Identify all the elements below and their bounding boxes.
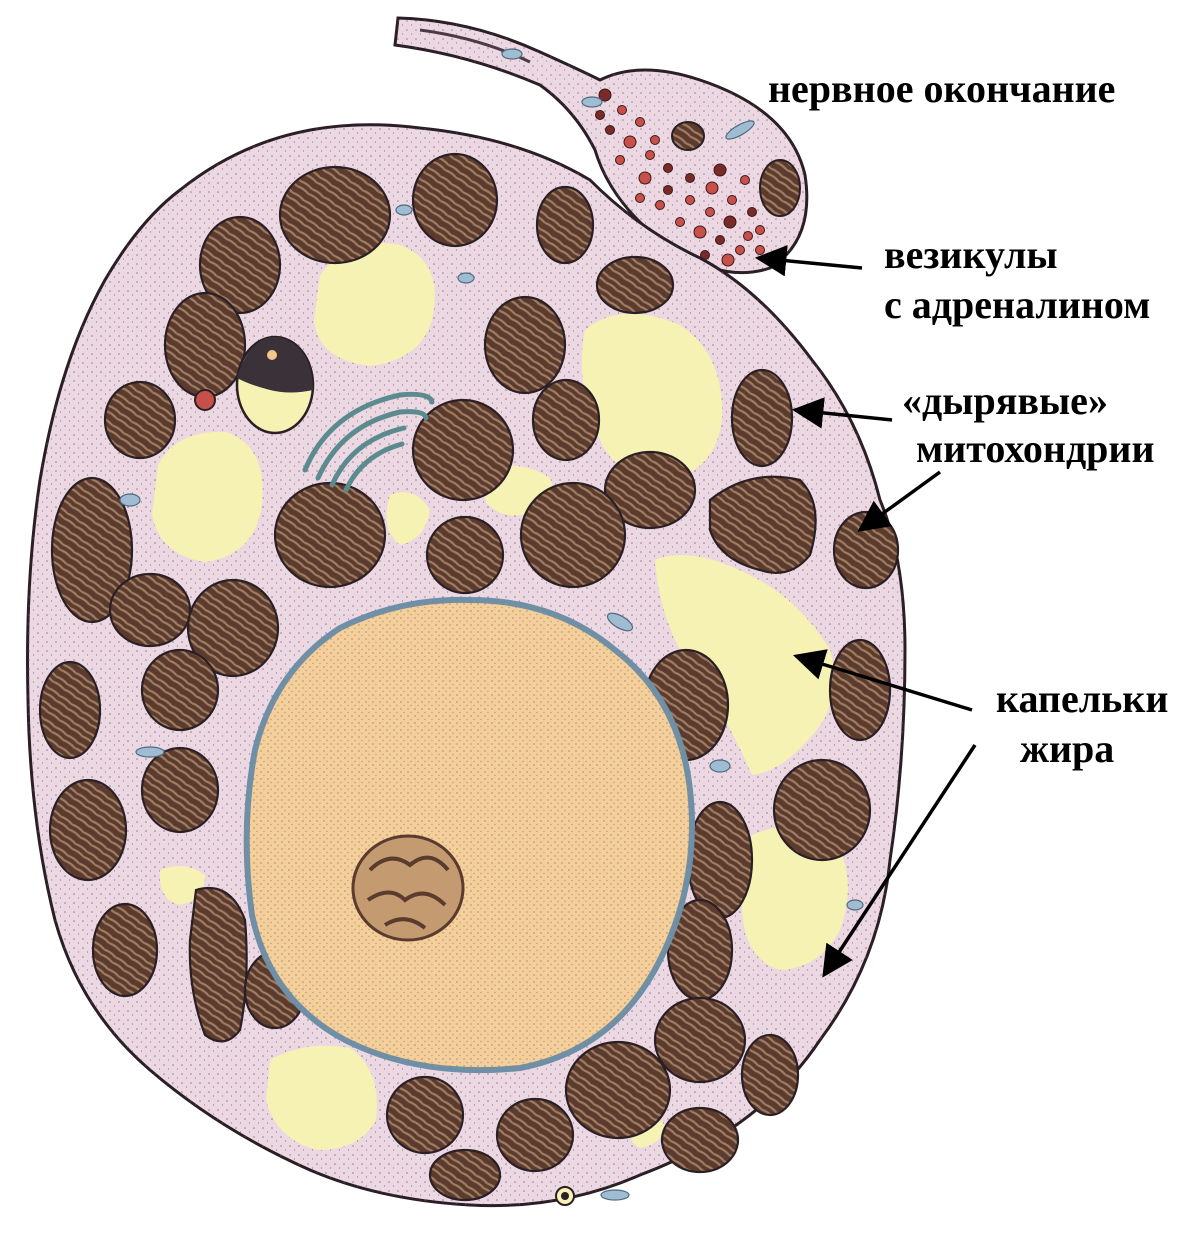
- mitochondrion: [50, 780, 126, 880]
- vesicle: [664, 164, 673, 173]
- mitochondrion: [280, 167, 390, 263]
- mitochondrion: [830, 640, 890, 740]
- mitochondrion: [742, 1035, 798, 1115]
- mitochondrion: [142, 748, 218, 832]
- vesicle: [716, 236, 725, 245]
- vesicle: [686, 174, 695, 183]
- vesicle: [616, 156, 625, 165]
- vesicle: [756, 246, 765, 255]
- vesicle: [694, 226, 706, 238]
- mitochondrion: [655, 998, 745, 1082]
- mitochondrion: [497, 1099, 573, 1171]
- secretory-granule: [237, 337, 313, 433]
- label-nerve-ending: нервное окончание: [768, 66, 1115, 112]
- vesicle: [656, 201, 665, 210]
- mitochondrion: [533, 380, 599, 460]
- mitochondrion: [93, 904, 157, 996]
- mitochondrion: [485, 297, 565, 393]
- vesicle: [664, 186, 673, 195]
- vesicle: [618, 106, 627, 115]
- mitochondrion: [275, 483, 385, 587]
- label-mitochondria-line2: митохондрии: [916, 426, 1155, 472]
- vesicle: [686, 196, 695, 205]
- mitochondrion: [190, 888, 247, 1041]
- label-vesicles-line2: с адреналином: [884, 282, 1150, 328]
- mitochondrion: [142, 650, 218, 730]
- mitochondrion: [413, 154, 497, 246]
- vesicle: [651, 136, 660, 145]
- label-fat-line1: капельки: [996, 676, 1168, 722]
- mitochondrion: [105, 382, 175, 458]
- label-fat-line2: жира: [1020, 726, 1114, 772]
- mitochondrion: [413, 400, 513, 500]
- mitochondrion: [537, 187, 593, 263]
- nucleus: [247, 600, 692, 1070]
- vesicle: [639, 172, 651, 184]
- mitochondrion: [566, 1042, 670, 1138]
- mitochondrion: [834, 512, 898, 588]
- mitochondrion: [774, 760, 870, 860]
- label-mitochondria-line1: «дырявые»: [902, 378, 1108, 424]
- vesicle: [722, 254, 734, 266]
- vesicle: [741, 176, 750, 185]
- vesicle: [728, 196, 737, 205]
- mitochondrion: [521, 483, 625, 587]
- vesicle: [676, 218, 685, 227]
- vesicle: [596, 111, 605, 120]
- vesicle: [636, 118, 645, 127]
- vesicle: [606, 126, 615, 135]
- vesicle: [624, 136, 636, 148]
- vesicle: [714, 164, 726, 176]
- vesicle: [724, 216, 736, 228]
- vesicle: [748, 208, 757, 217]
- mitochondrion: [387, 1077, 463, 1153]
- nucleolus: [353, 836, 463, 940]
- mitochondrion: [732, 370, 792, 466]
- small-granule: [195, 390, 215, 410]
- mitochondrion: [165, 293, 245, 397]
- vesicle: [756, 226, 765, 235]
- vesicle: [706, 182, 718, 194]
- vesicle: [636, 194, 645, 203]
- vesicle: [706, 208, 715, 217]
- mitochondrion: [430, 1150, 500, 1200]
- label-vesicles-line1: везикулы: [884, 232, 1058, 278]
- mitochondrion: [597, 257, 673, 313]
- mitochondrion: [110, 574, 190, 646]
- vesicle: [744, 232, 753, 241]
- mitochondrion: [40, 662, 100, 758]
- mitochondrion: [427, 517, 503, 593]
- vesicle: [646, 151, 655, 160]
- mitochondrion: [662, 1108, 738, 1172]
- vesicle: [736, 246, 745, 255]
